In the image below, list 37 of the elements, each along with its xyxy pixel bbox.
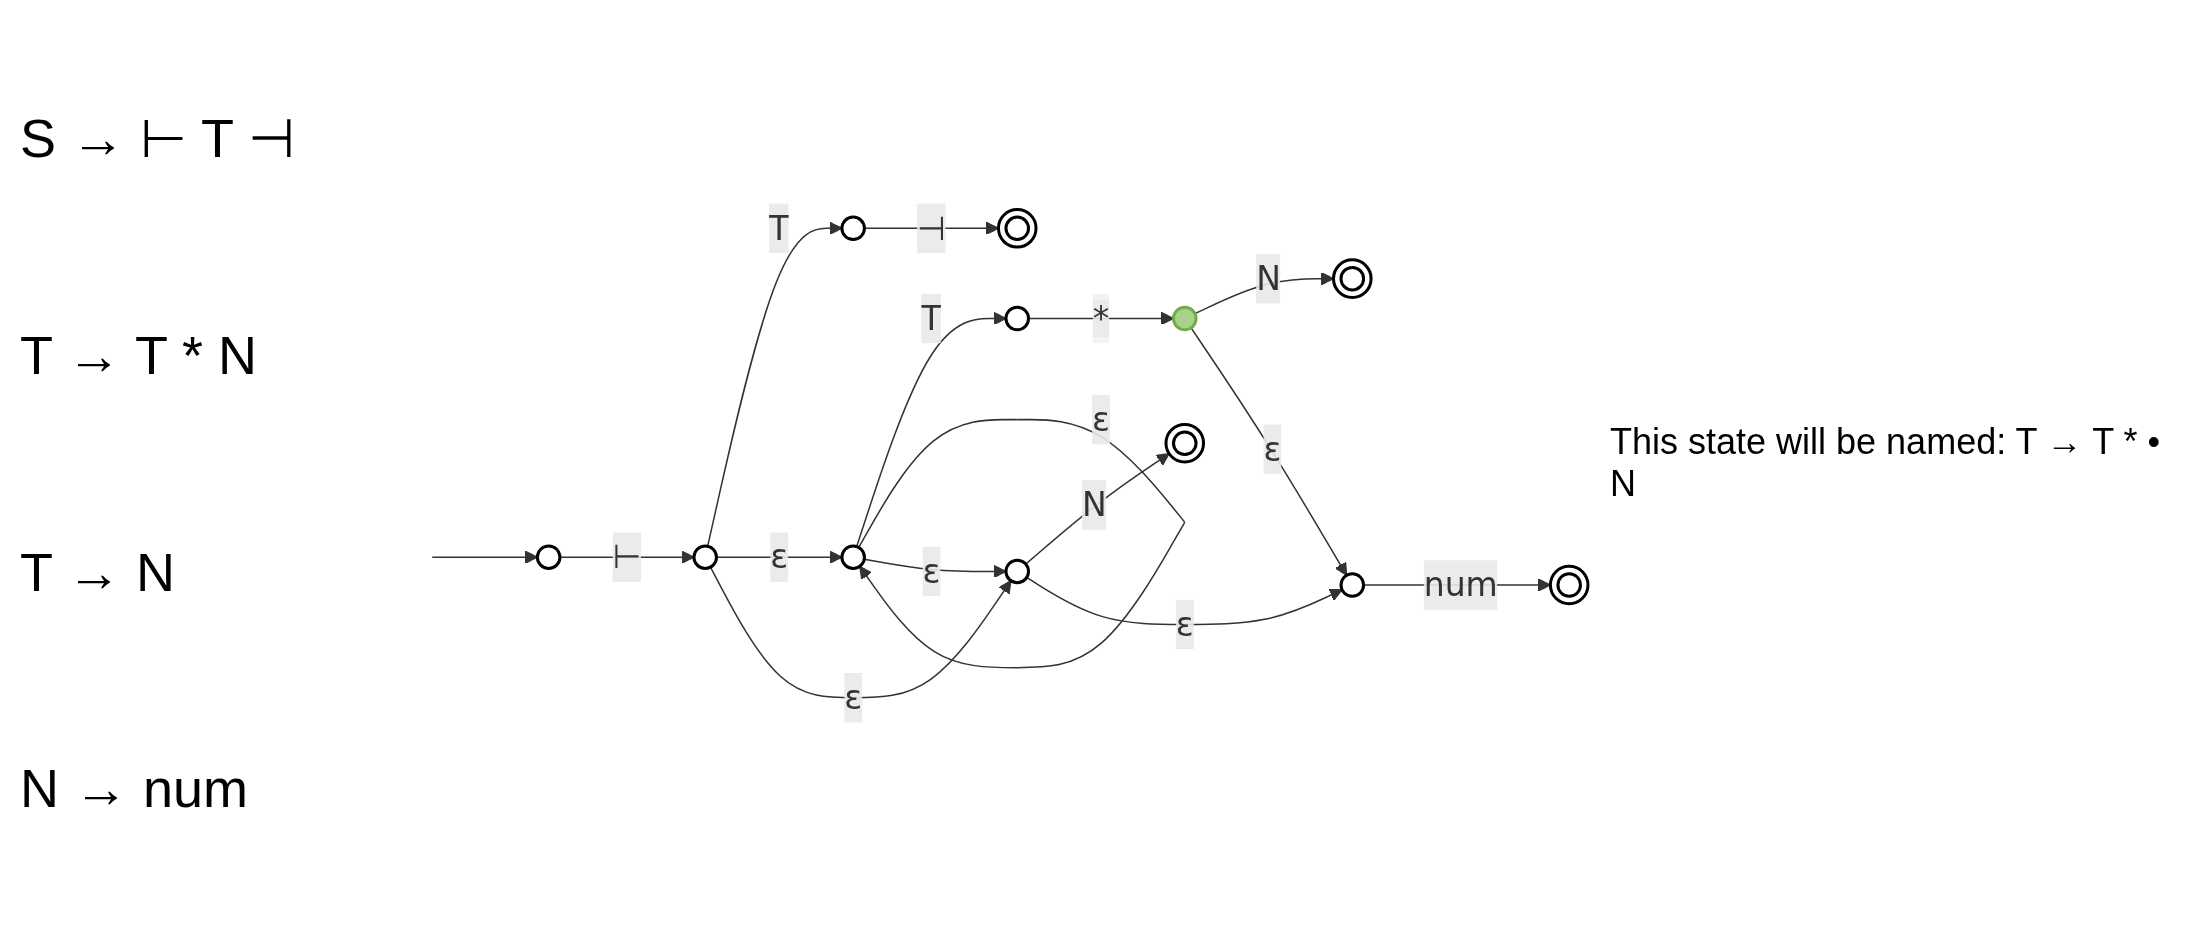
node-circle <box>1339 572 1366 598</box>
edge-label: ⊢ <box>612 538 642 576</box>
annotation-text: This state will be named: T → T * • N <box>1610 421 2162 505</box>
node-circle <box>1172 305 1198 332</box>
grammar-rule: S → ⊢ T ⊣ <box>20 107 297 171</box>
edge-label: ε <box>770 538 789 576</box>
node-circle <box>1004 305 1031 332</box>
edge-label: T <box>921 299 942 338</box>
arrow <box>706 221 843 547</box>
node-circle <box>1004 558 1031 585</box>
node-doublecircle <box>1164 422 1206 464</box>
edge-label: N <box>1082 486 1107 524</box>
edge-label: * <box>1092 299 1110 338</box>
arrow <box>709 566 1012 699</box>
edge-label: ε <box>844 678 863 717</box>
node-circle <box>840 544 866 570</box>
node-doublecircle <box>1332 258 1373 299</box>
node-doublecircle <box>996 208 1038 249</box>
arrow <box>855 311 1007 548</box>
edge-label: ε <box>922 552 941 591</box>
edge-label: N <box>1256 259 1281 298</box>
grammar-rule: N → num <box>20 756 250 819</box>
node-circle <box>692 544 718 570</box>
arrow <box>1026 576 1343 626</box>
arrow <box>1190 327 1348 576</box>
node-doublecircle <box>1548 564 1590 606</box>
edge-label: ε <box>1175 605 1194 644</box>
edge-label: ε <box>1092 400 1110 439</box>
edge-label: num <box>1423 566 1498 604</box>
arrow <box>1025 453 1170 565</box>
node-circle <box>535 544 562 570</box>
grammar-rule: T → T * N <box>20 324 259 387</box>
node-circle <box>840 215 866 242</box>
edge-label: ε <box>1263 430 1282 469</box>
grammar-rule: T → N <box>20 540 176 603</box>
edge-label: T <box>769 209 790 248</box>
edge-label: ⊣ <box>917 209 946 248</box>
